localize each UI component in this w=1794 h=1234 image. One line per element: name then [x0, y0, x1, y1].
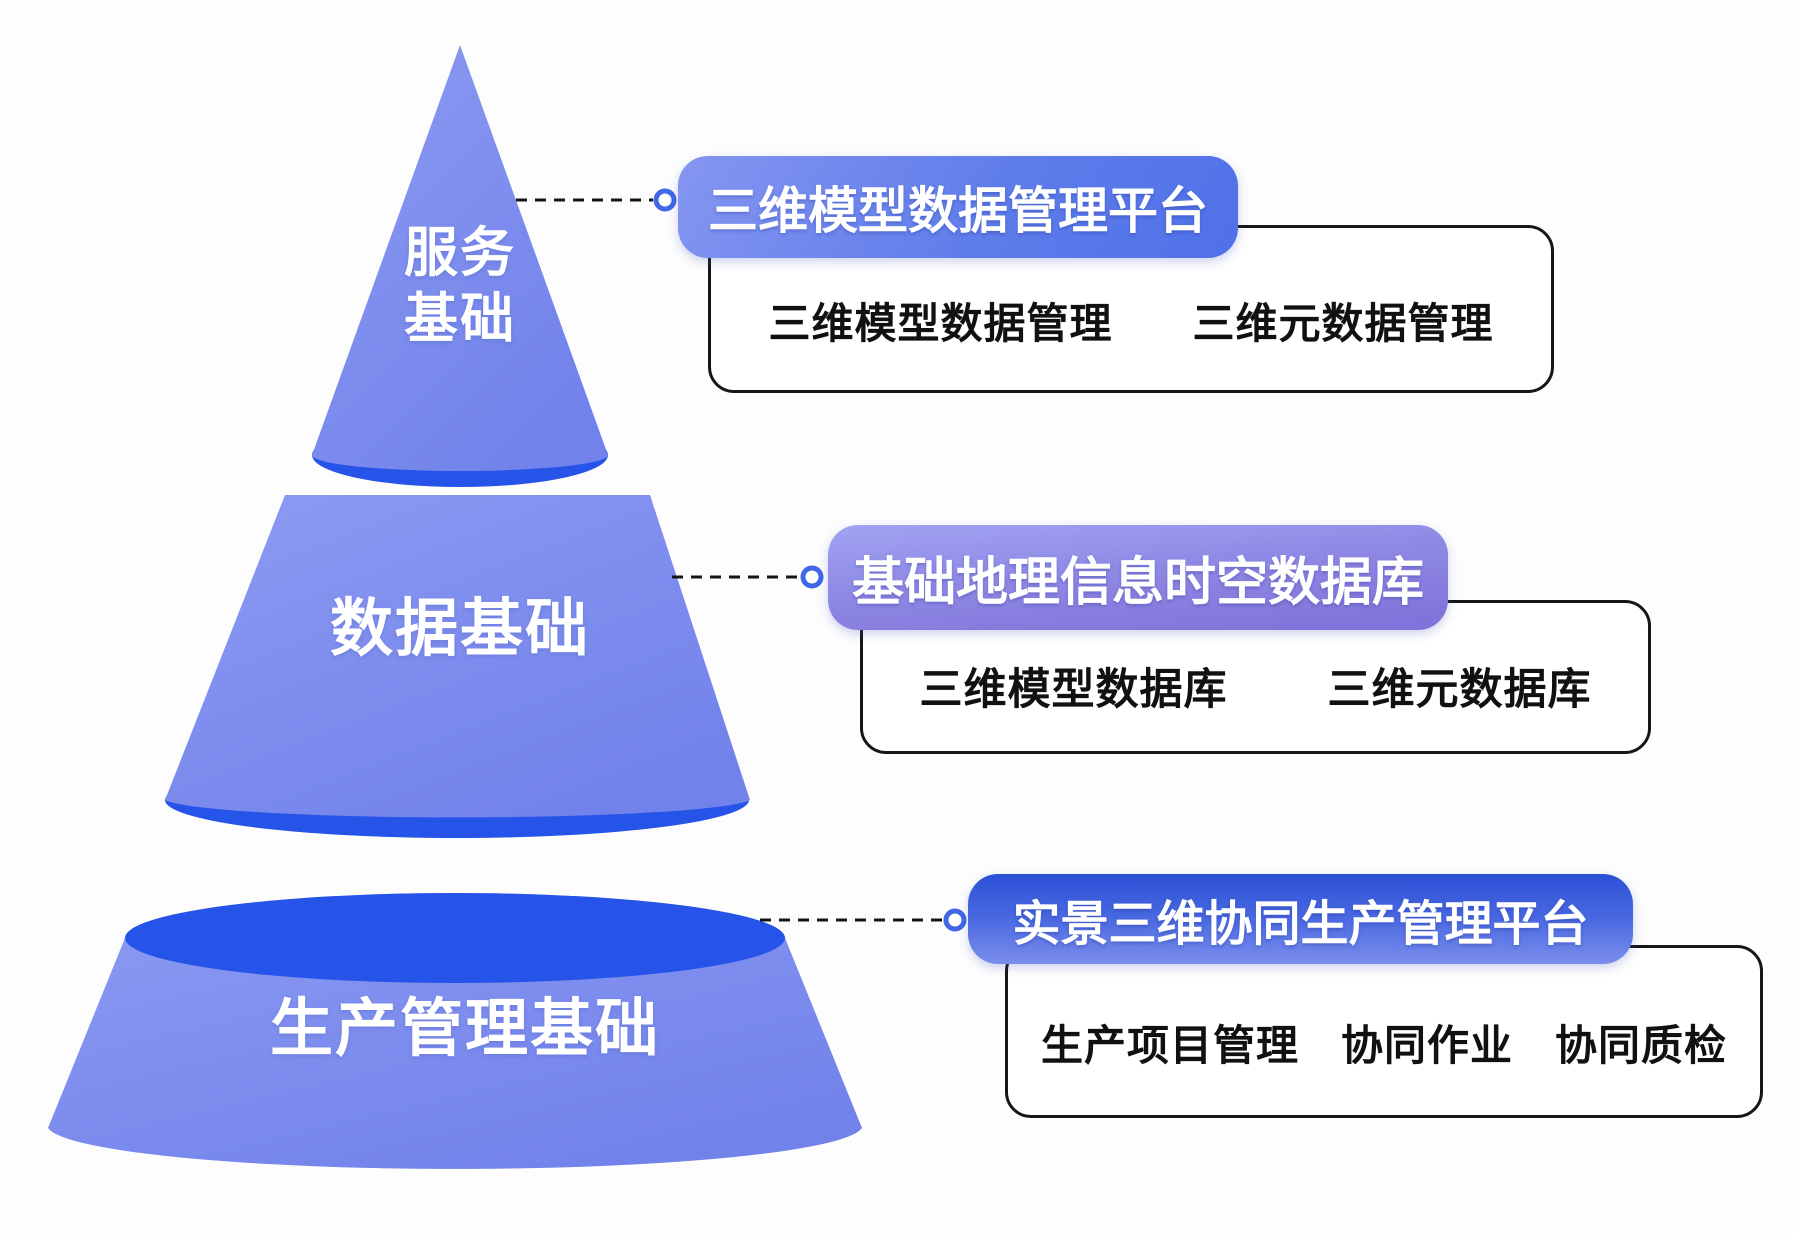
connector-node-icon-1	[653, 188, 677, 212]
badge-3d-model-data-platform: 三维模型数据管理平台	[678, 156, 1238, 258]
detail-item: 三维元数据库	[1327, 666, 1592, 714]
badge-geo-spatiotemporal-database: 基础地理信息时空数据库	[828, 525, 1448, 630]
connector-node-icon-3	[943, 908, 967, 932]
detail-box-3: 生产项目管理 协同作业 协同质检	[1005, 945, 1763, 1118]
detail-item: 三维模型数据管理	[768, 299, 1113, 347]
level-label-service-line2: 基础	[404, 289, 516, 349]
badge-realscene-production-platform: 实景三维协同生产管理平台	[968, 874, 1633, 964]
detail-item: 三维模型数据库	[919, 666, 1228, 714]
level-label-service-line1: 服务	[404, 223, 516, 283]
detail-item: 协同质检	[1555, 1022, 1728, 1069]
middle-frustum-body	[165, 495, 750, 818]
top-cone-body	[312, 45, 608, 471]
level-label-service: 服务 基础	[340, 220, 580, 352]
bottom-frustum-rim-ellipse	[125, 893, 785, 983]
detail-item: 生产项目管理	[1040, 1022, 1299, 1069]
detail-item: 三维元数据管理	[1192, 299, 1494, 347]
level-label-data: 数据基础	[330, 594, 590, 664]
detail-item: 协同作业	[1340, 1022, 1513, 1069]
level-label-production: 生产管理基础	[270, 994, 660, 1064]
connector-node-icon-2	[800, 565, 824, 589]
